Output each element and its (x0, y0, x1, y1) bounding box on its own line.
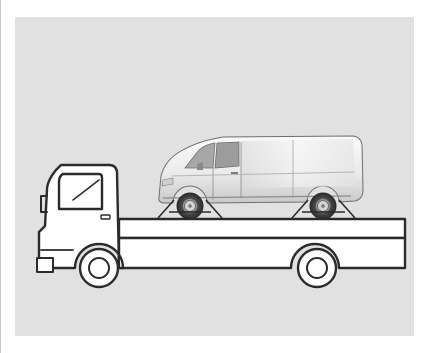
truck-cab-window (59, 174, 102, 209)
flatbed-deck (119, 219, 405, 238)
van-rear-wheel (310, 193, 336, 219)
truck-chassis (119, 238, 405, 268)
truck-bumper (37, 258, 53, 272)
van-front-wheel (177, 193, 203, 219)
truck-front-wheel (80, 249, 118, 287)
truck-rear-wheel (298, 249, 336, 287)
van-side-window (215, 142, 239, 168)
truck-door-handle (101, 215, 110, 219)
van-icon (159, 136, 363, 219)
